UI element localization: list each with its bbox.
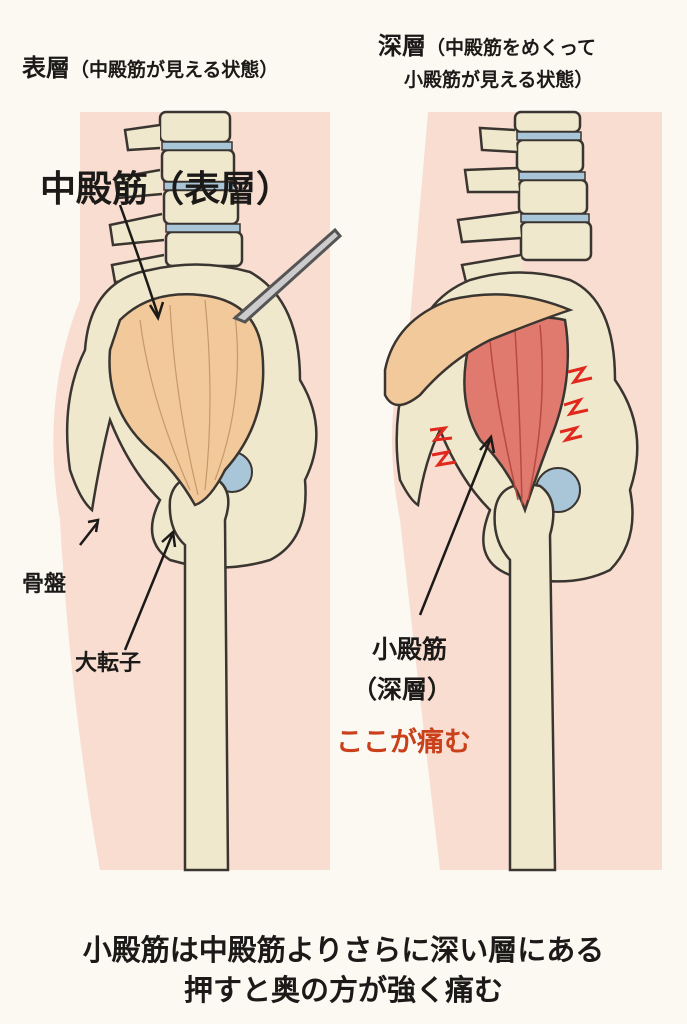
right-title-note-1: （中殿筋をめくって	[426, 37, 597, 59]
pain-location-label: ここが痛む	[336, 727, 471, 758]
left-title-main: 表層	[22, 54, 70, 82]
deep-layer-label: （深層）	[352, 675, 453, 704]
left-gluteus-medius	[108, 293, 265, 507]
left-muscle-fibers	[139, 299, 239, 496]
right-femur	[493, 483, 557, 872]
left-discs	[161, 141, 241, 233]
right-panel-title: 深層（中殿筋をめくって小殿筋が見える状態）	[378, 30, 596, 96]
right-muscle-fibers	[489, 324, 544, 506]
left-title-note: （中殿筋が見える状態）	[70, 59, 279, 81]
right-arrow	[418, 434, 496, 616]
caption-line-1: 小殿筋は中殿筋よりさらに深い層にある	[82, 933, 605, 967]
gluteus-minimus-label: 小殿筋	[372, 635, 448, 664]
left-panel-title: 表層（中殿筋が見える状態）	[22, 48, 278, 83]
caption: 小殿筋は中殿筋よりさらに深い層にある 押すと奥の方が強く痛む	[0, 930, 687, 1010]
pelvis-label: 骨盤	[22, 572, 67, 597]
right-title-main: 深層	[378, 32, 426, 60]
forceps-icon	[232, 227, 343, 324]
left-arrows	[79, 204, 177, 651]
pain-spark-icon	[429, 365, 593, 468]
right-discs	[516, 131, 590, 223]
greater-trochanter-label: 大転子	[75, 651, 142, 676]
right-flipped-gluteus-medius	[383, 293, 574, 407]
gluteus-medius-label: 中殿筋（表層）	[40, 169, 293, 210]
right-title-note-2: 小殿筋が見える状態）	[404, 69, 594, 91]
left-spine	[108, 110, 244, 284]
caption-line-2: 押すと奥の方が強く痛む	[183, 973, 503, 1007]
right-spine	[456, 110, 593, 284]
